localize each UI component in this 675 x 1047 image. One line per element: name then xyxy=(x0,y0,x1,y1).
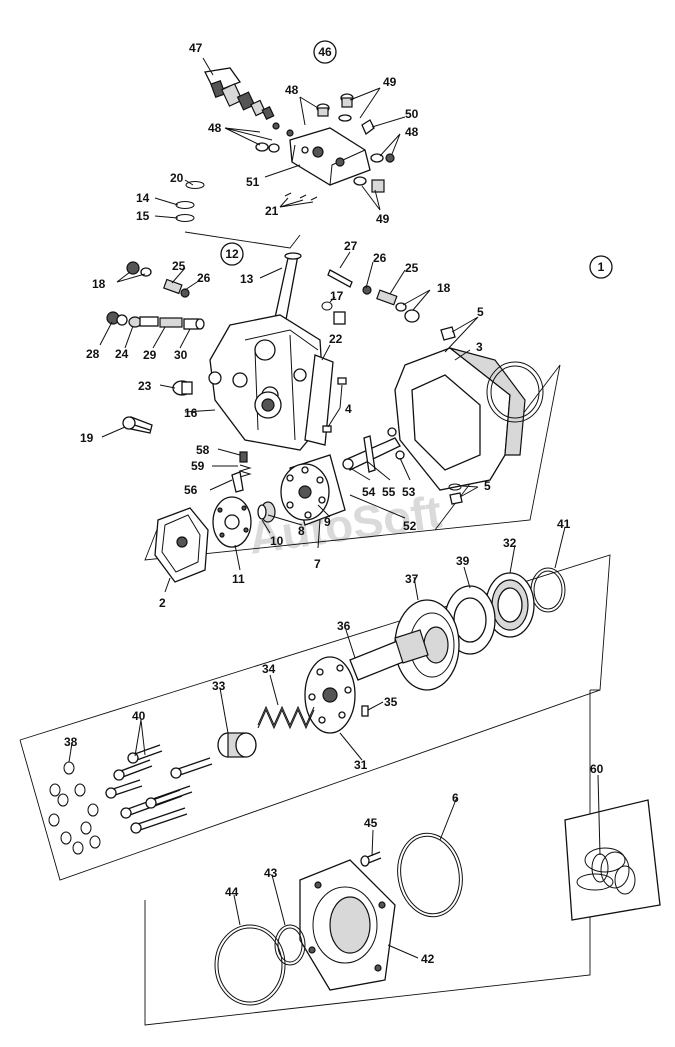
part-label: 29 xyxy=(143,348,157,362)
group-callout-46: 46 xyxy=(313,40,337,64)
part-label: 14 xyxy=(136,191,150,205)
part-label: 48 xyxy=(405,125,419,139)
part-label: 32 xyxy=(503,536,517,550)
part-label: 55 xyxy=(382,485,396,499)
group-callout-12: 12 xyxy=(220,242,244,266)
part-label: 4 xyxy=(345,402,352,416)
part-label: 28 xyxy=(86,347,100,361)
part-label: 35 xyxy=(384,695,398,709)
part-label: 17 xyxy=(330,289,344,303)
part-label: 2 xyxy=(159,596,166,610)
part-label: 22 xyxy=(329,332,343,346)
part-label: 26 xyxy=(373,251,387,265)
part-label: 10 xyxy=(270,534,284,548)
part-label: 24 xyxy=(115,347,129,361)
part-label: 39 xyxy=(456,554,470,568)
part-number-labels: 47 48 49 50 48 48 51 20 14 15 21 49 27 2… xyxy=(64,41,604,966)
part-label: 7 xyxy=(314,557,321,571)
bolt-set xyxy=(105,744,213,834)
group-callout-46-label: 46 xyxy=(318,45,332,59)
part-label: 40 xyxy=(132,709,146,723)
part-label: 26 xyxy=(197,271,211,285)
part-label: 3 xyxy=(476,340,483,354)
part-label: 21 xyxy=(265,204,279,218)
part-label: 16 xyxy=(184,406,198,420)
part-label: 60 xyxy=(590,762,604,776)
part-label: 13 xyxy=(240,272,254,286)
part-label: 45 xyxy=(364,816,378,830)
group-callout-12-label: 12 xyxy=(225,247,239,261)
part-label: 42 xyxy=(421,952,435,966)
part-label: 27 xyxy=(344,239,358,253)
part-label: 33 xyxy=(212,679,226,693)
drive-shaft-group xyxy=(48,567,566,855)
part-label: 25 xyxy=(172,259,186,273)
mounting-flange-group xyxy=(214,832,463,1006)
part-label: 9 xyxy=(324,515,331,529)
part-label: 6 xyxy=(452,791,459,805)
rotating-group xyxy=(154,454,346,583)
part-label: 37 xyxy=(405,572,419,586)
part-label: 56 xyxy=(184,483,198,497)
part-label: 34 xyxy=(262,662,276,676)
part-label: 59 xyxy=(191,459,205,473)
control-valve-block xyxy=(175,67,395,222)
part-label: 52 xyxy=(403,519,417,533)
part-label: 36 xyxy=(337,619,351,633)
part-label: 43 xyxy=(264,866,278,880)
part-label: 23 xyxy=(138,379,152,393)
part-label: 48 xyxy=(285,83,299,97)
part-label: 47 xyxy=(189,41,203,55)
group-callout-1: 1 xyxy=(589,255,613,279)
part-label: 49 xyxy=(383,75,397,89)
seal-kit-bag xyxy=(564,799,661,921)
leader-lines xyxy=(68,57,601,959)
part-label: 48 xyxy=(208,121,222,135)
part-label: 58 xyxy=(196,443,210,457)
part-label: 5 xyxy=(477,305,484,319)
part-label: 30 xyxy=(174,348,188,362)
part-label: 11 xyxy=(232,572,245,586)
part-label: 8 xyxy=(298,524,305,538)
part-label: 18 xyxy=(92,277,106,291)
port-plate-assembly xyxy=(342,347,544,505)
part-label: 18 xyxy=(437,281,451,295)
part-label: 38 xyxy=(64,735,78,749)
washer-set xyxy=(48,761,101,855)
part-label: 41 xyxy=(557,517,571,531)
part-label: 5 xyxy=(484,479,491,493)
part-label: 44 xyxy=(225,885,239,899)
part-label: 15 xyxy=(136,209,150,223)
part-label: 53 xyxy=(402,485,416,499)
group-callout-1-label: 1 xyxy=(598,260,605,274)
part-label: 19 xyxy=(80,431,94,445)
part-label: 20 xyxy=(170,171,184,185)
pump-housing xyxy=(106,252,456,493)
part-label: 54 xyxy=(362,485,376,499)
part-label: 31 xyxy=(354,758,368,772)
part-label: 51 xyxy=(246,175,260,189)
part-label: 50 xyxy=(405,107,419,121)
part-label: 25 xyxy=(405,261,419,275)
part-label: 49 xyxy=(376,212,390,226)
